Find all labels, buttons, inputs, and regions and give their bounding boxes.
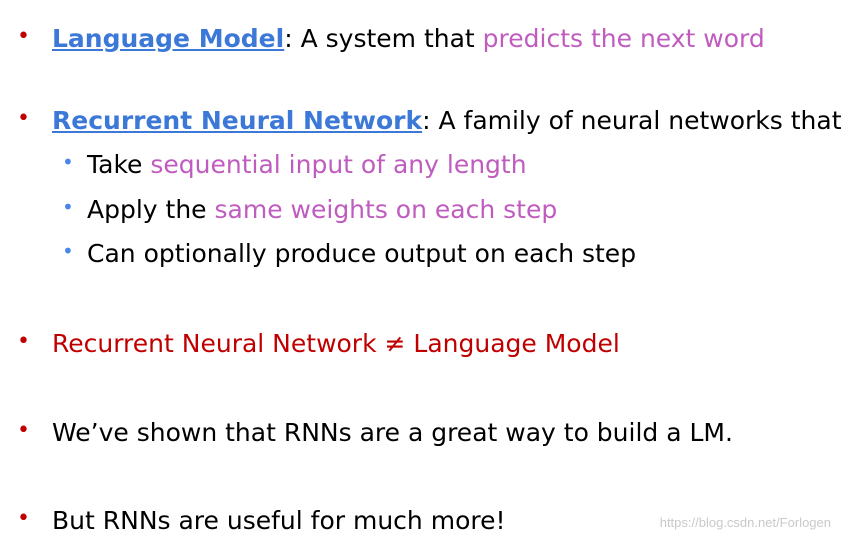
- sub-bullet-marker: •: [62, 150, 74, 174]
- subitem-text: Can optionally produce output on each st…: [87, 239, 637, 268]
- bullet-marker: •: [17, 418, 30, 443]
- watermark-text: https://blog.csdn.net/Forlogen: [659, 515, 831, 530]
- term-recurrent-neural-network[interactable]: Recurrent Neural Network: [52, 106, 423, 135]
- definition-text: : A family of neural networks that:: [422, 106, 841, 135]
- bullet-marker: •: [17, 329, 30, 354]
- definition-text: : A system that: [284, 24, 483, 53]
- subitem-text: Take: [87, 150, 151, 179]
- statement-text: We’ve shown that RNNs are a great way to…: [52, 418, 733, 447]
- term-language-model[interactable]: Language Model: [52, 24, 285, 53]
- bullet-marker: •: [17, 106, 30, 131]
- subitem-highlight: same weights on each step: [214, 195, 558, 224]
- bullet-marker: •: [17, 24, 30, 49]
- sub-bullet-marker: •: [62, 239, 74, 263]
- statement-text: Recurrent Neural Network ≠ Language Mode…: [52, 329, 620, 358]
- sub-bullet-marker: •: [62, 195, 74, 219]
- bullet-marker: •: [17, 506, 30, 531]
- subitem-highlight: sequential input of any length: [150, 150, 527, 179]
- subitem-text: Apply the: [87, 195, 215, 224]
- statement-text: But RNNs are useful for much more!: [52, 506, 506, 535]
- definition-highlight: predicts the next word: [482, 24, 765, 53]
